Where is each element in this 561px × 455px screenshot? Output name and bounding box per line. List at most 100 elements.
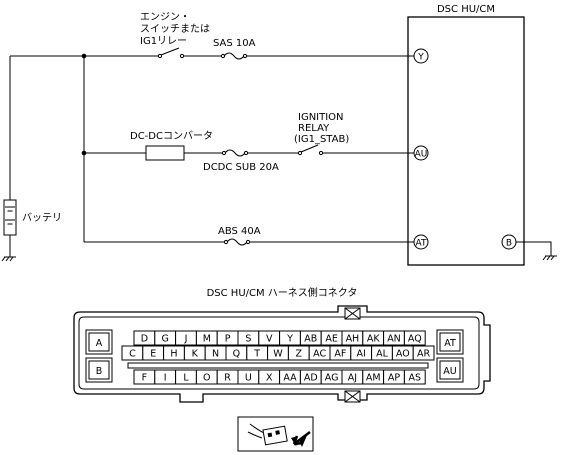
connector-pin-label: AO (396, 349, 410, 360)
label-abs-fuse: ABS 40A (218, 226, 261, 237)
connector-pin-label: S (245, 334, 251, 345)
connector-pin-label: O (203, 373, 210, 384)
connector-pin-z: Z (287, 345, 310, 361)
connector-pin-y: Y (279, 330, 301, 346)
label-battery: バッテリ (22, 212, 62, 224)
connector-pin-label: Z (296, 349, 303, 360)
label-dcdc-converter: DC-DCコンバータ (130, 130, 213, 142)
terminal-y: Y (413, 48, 429, 64)
connector-pin-ag: AG (320, 369, 343, 385)
connector-pin-g: G (154, 330, 177, 346)
module-box (407, 16, 525, 266)
terminal-at: AT (413, 234, 429, 250)
connector-pin-label: AK (367, 334, 380, 345)
connector-pin-ap: AP (383, 369, 405, 385)
dcdc-converter-box (145, 145, 185, 161)
connector-pin-label: AS (409, 373, 422, 384)
connector-pin-label: AF (334, 349, 346, 360)
connector-pin-w: W (267, 345, 289, 361)
connector-pin-h: H (163, 345, 185, 361)
ground-symbol-module (516, 241, 557, 261)
fuse-sas (220, 52, 248, 60)
connector-pin-label: V (266, 334, 273, 345)
connector-pin-aj: AJ (341, 369, 364, 385)
connector-pin-s: S (237, 330, 260, 346)
connector-pin-label: T (253, 349, 260, 360)
label-engine-switch-2: スイッチまたは (140, 23, 210, 35)
connector-pin-q: Q (225, 345, 248, 361)
connector-pin-label: N (212, 349, 219, 360)
connector-pin-n: N (204, 345, 227, 361)
connector-pin-ad: AD (299, 369, 322, 385)
connector-pin-label: L (183, 373, 189, 384)
connector-pin-r: R (216, 369, 239, 385)
label-ignition-relay-2: RELAY (298, 123, 330, 134)
connector-pin-label: AE (325, 334, 338, 345)
connector-title: DSC HU/CM ハーネス側コネクタ (207, 286, 358, 299)
connector-pin-ar: AR (412, 345, 435, 361)
label-dcdc-fuse: DCDC SUB 20A (203, 162, 279, 173)
connector-pin-label: AL (376, 349, 388, 360)
connector-pin-label: W (273, 349, 283, 360)
label-sas-fuse: SAS 10A (213, 38, 256, 49)
connector-pin-label: AG (325, 373, 339, 384)
svg-text:B: B (506, 239, 512, 249)
connector-pin-label: C (129, 349, 136, 360)
connector-pin-ac: AC (308, 345, 331, 361)
connector-pin-label: AQ (408, 334, 422, 345)
connector-pin-label: AJ (348, 373, 357, 384)
connector-pin-label: M (203, 334, 211, 345)
connector-pin-i: I (154, 369, 177, 385)
fuse-abs (223, 238, 251, 246)
module-title: DSC HU/CM (437, 4, 495, 15)
wire-main (9, 53, 414, 243)
connector-pin-f: F (133, 369, 156, 385)
connector-pin-af: AF (329, 345, 352, 361)
connector-pin-label: I (164, 373, 167, 384)
connector-pin-aq: AQ (403, 330, 426, 346)
connector-pin-t: T (246, 345, 269, 361)
connector-pin-label: AR (417, 349, 430, 360)
connector-view-icon (237, 416, 314, 452)
connector-pin-label: P (225, 334, 231, 345)
connector-pin-label: AN (387, 334, 401, 345)
svg-text:A: A (96, 338, 103, 349)
connector-pin-label: D (141, 334, 148, 345)
fuse-dcdc-sub (221, 149, 249, 157)
connector-pin-ao: AO (391, 345, 414, 361)
connector-pin-label: F (142, 373, 147, 384)
connector-pin-as: AS (403, 369, 426, 385)
connector-pin-label: AM (366, 373, 381, 384)
connector-pin-d: D (133, 330, 156, 346)
connector-pin-label: U (245, 373, 252, 384)
label-ignition-relay-3: (IG1_STAB) (294, 134, 349, 145)
connector-pin-m: M (195, 330, 218, 346)
connector-pin-label: AD (304, 373, 318, 384)
connector-outline (73, 305, 491, 403)
svg-text:AT: AT (444, 338, 456, 349)
connector-pin-label: X (266, 373, 273, 384)
svg-text:AU: AU (415, 150, 428, 160)
connector-pin-label: AA (283, 373, 297, 384)
battery-symbol (1, 199, 17, 262)
connector-pin-an: AN (383, 330, 405, 346)
connector-pin-al: AL (371, 345, 393, 361)
connector-pin-l: L (175, 369, 197, 385)
connector-pin-ah: AH (341, 330, 364, 346)
connector-pin-o: O (195, 369, 218, 385)
side-pin-b: B (85, 357, 113, 383)
svg-text:AU: AU (443, 366, 456, 377)
label-engine-switch-3: IG1リレー (140, 36, 187, 47)
svg-text:AT: AT (416, 239, 427, 249)
connector-pin-ab: AB (299, 330, 322, 346)
connector-pin-aa: AA (279, 369, 301, 385)
connector-pin-e: E (142, 345, 165, 361)
connector-pin-label: AC (313, 349, 326, 360)
connector-pin-label: J (184, 334, 188, 345)
connector-pin-v: V (258, 330, 281, 346)
connector-pin-label: Y (286, 334, 293, 345)
label-engine-switch-1: エンジン・ (140, 12, 190, 23)
connector-pin-label: K (192, 349, 199, 360)
connector-pin-c: C (121, 345, 144, 361)
